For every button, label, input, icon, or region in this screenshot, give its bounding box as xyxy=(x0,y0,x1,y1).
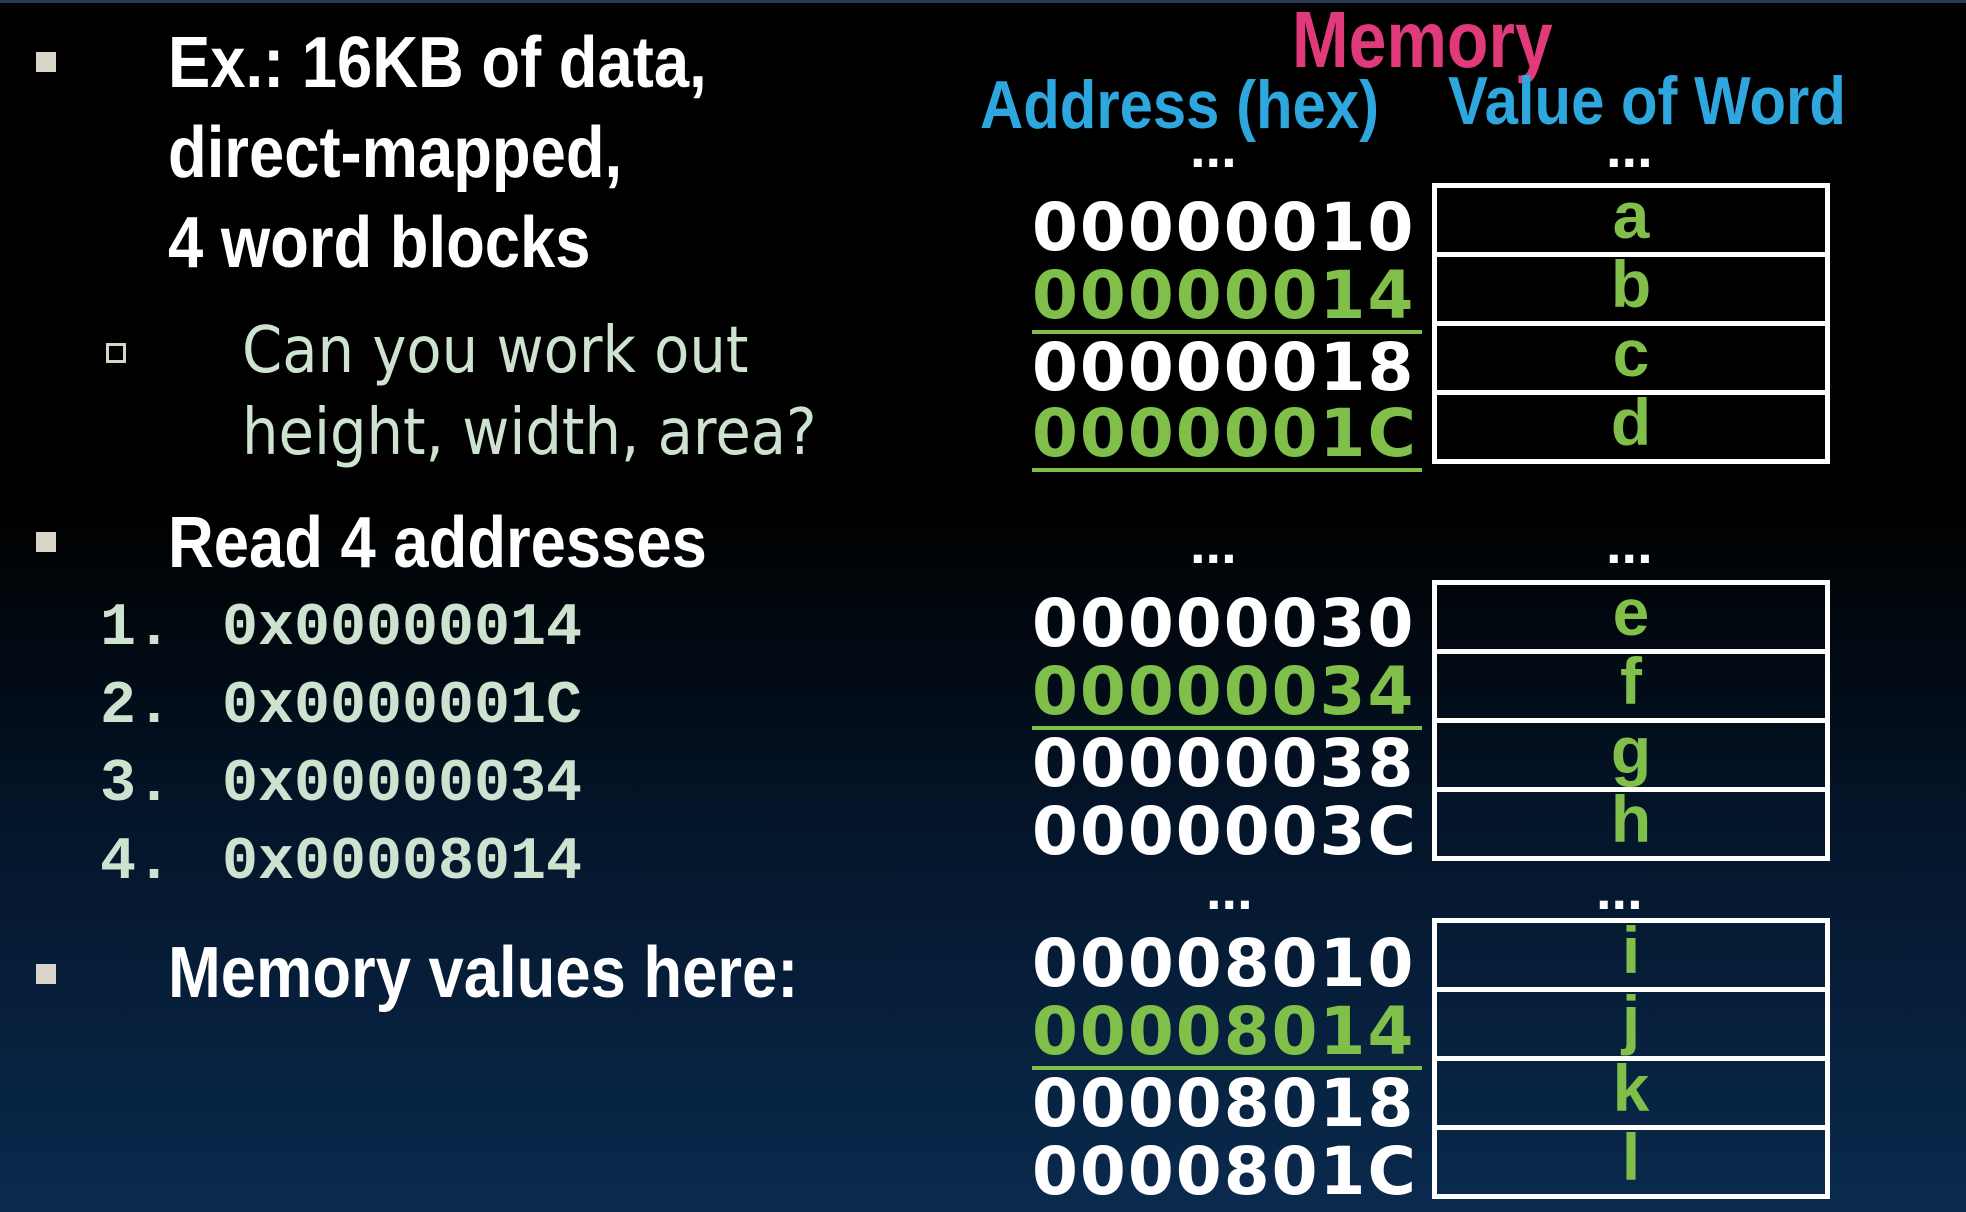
top-border xyxy=(0,0,1966,3)
address-column-header: Address (hex) xyxy=(980,67,1380,143)
ellipsis: ... xyxy=(1596,858,1643,921)
memory-cell: g xyxy=(1437,715,1825,792)
sub-bullet-marker xyxy=(106,343,126,363)
memory-cell: e xyxy=(1437,577,1825,654)
address-label: 00000038 xyxy=(1032,725,1416,802)
address-label: 00000018 xyxy=(1032,329,1416,406)
memory-title: Memory xyxy=(1292,0,1553,84)
address-label: 00008010 xyxy=(1032,925,1416,1002)
address-label: 00000010 xyxy=(1032,189,1416,266)
address-label: 0000801C xyxy=(1032,1133,1418,1210)
memory-cell: l xyxy=(1437,1122,1825,1199)
memory-cell: b xyxy=(1437,249,1825,326)
memory-cell: c xyxy=(1437,318,1825,395)
bullet-heading-line: 4 word blocks xyxy=(168,203,591,283)
bullet-heading-line: Ex.: 16KB of data, xyxy=(168,23,707,103)
bullet-heading-line: Memory values here: xyxy=(168,933,799,1013)
address-label-highlighted: 00000014 xyxy=(1032,262,1422,334)
sub-bullet-line: height, width, area? xyxy=(242,396,817,470)
ellipsis: ... xyxy=(1190,116,1237,179)
address-label-highlighted: 00000034 xyxy=(1032,658,1422,730)
memory-block: a b c d xyxy=(1432,180,1830,464)
address-label-highlighted: 00008014 xyxy=(1032,998,1422,1070)
memory-cell: f xyxy=(1437,646,1825,723)
ellipsis: ... xyxy=(1606,512,1653,575)
sub-bullet-line: Can you work out xyxy=(242,314,749,388)
bullet-heading-line: Read 4 addresses xyxy=(168,503,707,583)
memory-cell: d xyxy=(1437,387,1825,464)
memory-cell: j xyxy=(1437,984,1825,1061)
bullet-heading-line: direct-mapped, xyxy=(168,113,623,193)
memory-cell: i xyxy=(1437,915,1825,992)
memory-cell: k xyxy=(1437,1053,1825,1130)
memory-cell: a xyxy=(1437,180,1825,257)
list-item: 3.0x00000034 xyxy=(100,751,583,819)
ellipsis: ... xyxy=(1206,858,1253,921)
ellipsis: ... xyxy=(1190,512,1237,575)
list-item: 2.0x0000001C xyxy=(100,673,583,741)
address-label-highlighted: 0000001C xyxy=(1032,400,1422,472)
address-label: 00008018 xyxy=(1032,1065,1416,1142)
list-item: 4.0x00008014 xyxy=(100,829,583,897)
ellipsis: ... xyxy=(1606,116,1653,179)
bullet-marker xyxy=(36,964,56,984)
address-label: 0000003C xyxy=(1032,793,1418,870)
memory-block: i j k l xyxy=(1432,915,1830,1199)
bullet-marker xyxy=(36,52,56,72)
value-column-header: Value of Word xyxy=(1448,63,1846,139)
list-item: 1.0x00000014 xyxy=(100,595,583,663)
bullet-marker xyxy=(36,532,56,552)
address-label: 00000030 xyxy=(1032,585,1416,662)
memory-block: e f g h xyxy=(1432,577,1830,861)
memory-cell: h xyxy=(1437,784,1825,861)
address-list: 1.0x00000014 2.0x0000001C 3.0x00000034 4… xyxy=(100,590,582,902)
